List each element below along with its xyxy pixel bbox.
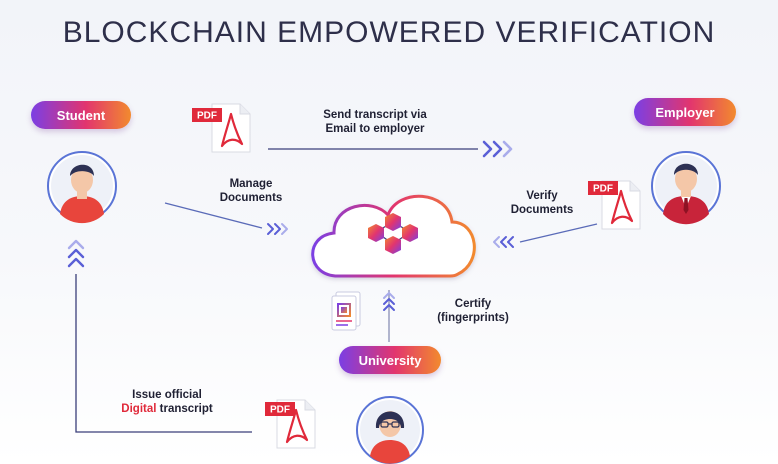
pdf-document-icon: PDF <box>588 179 642 231</box>
student-avatar <box>47 151 117 224</box>
pdf-label: PDF <box>593 184 613 195</box>
pdf-document-icon: PDF <box>192 102 252 154</box>
issue-transcript-label: Issue official Digital transcript <box>112 388 222 416</box>
university-avatar <box>356 396 424 464</box>
certify-line2: (fingerprints) <box>437 312 509 324</box>
pdf-document-icon: PDF <box>265 398 317 450</box>
verify-documents-line2: Documents <box>510 204 574 216</box>
verify-arrow-icon <box>493 236 514 248</box>
manage-documents-line2: Documents <box>219 192 283 204</box>
blockchain-cloud-icon <box>311 194 476 278</box>
blockchain-cubes-icon <box>368 213 418 254</box>
transcript-word: transcript <box>156 403 213 415</box>
manage-arrow-icon <box>267 223 288 235</box>
send-transcript-line1: Send transcript via <box>323 109 427 121</box>
university-pill: University <box>339 346 441 374</box>
send-arrow-icon <box>482 140 513 158</box>
pdf-label: PDF <box>197 111 217 122</box>
issue-transcript-line1: Issue official <box>132 389 202 401</box>
certify-arrow-icon <box>383 292 395 311</box>
student-pill: Student <box>31 101 131 129</box>
diagram-title: BLOCKCHAIN EMPOWERED VERIFICATION <box>62 16 716 49</box>
send-transcript-line2: Email to employer <box>325 123 425 135</box>
certify-label: Certify (fingerprints) <box>428 297 518 325</box>
manage-documents-label: Manage Documents <box>206 177 296 205</box>
digital-word: Digital <box>121 403 157 415</box>
manage-documents-line1: Manage <box>229 178 273 190</box>
certificate-stack-icon <box>331 291 361 331</box>
connector-lines <box>75 148 598 433</box>
pdf-label: PDF <box>270 405 290 416</box>
issue-arrow-icon <box>67 239 85 268</box>
verify-documents-line1: Verify <box>526 190 558 202</box>
employer-avatar <box>651 151 721 225</box>
issue-transcript-line2: Digital transcript <box>112 402 222 416</box>
verify-documents-label: Verify Documents <box>497 189 587 217</box>
employer-pill: Employer <box>634 98 736 126</box>
send-transcript-label: Send transcript via Email to employer <box>300 108 450 136</box>
certify-line1: Certify <box>454 298 492 310</box>
